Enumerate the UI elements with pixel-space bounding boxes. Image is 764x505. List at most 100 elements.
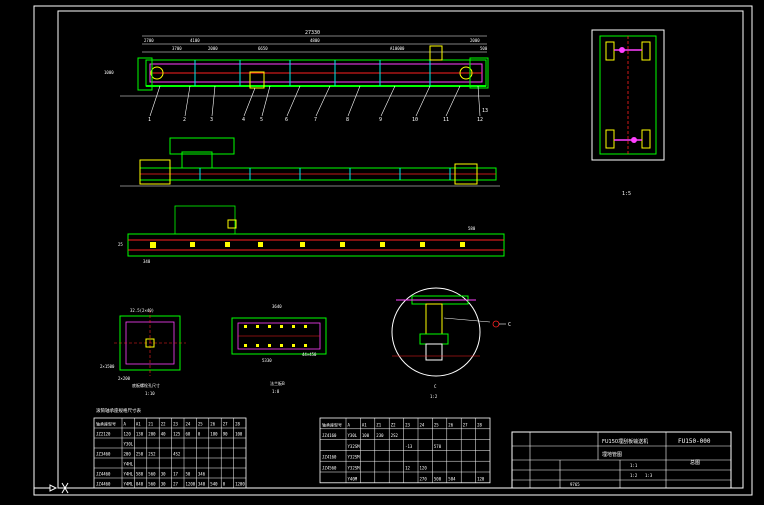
detail-c-letter: C <box>434 384 437 389</box>
flange-caption: 底板螺栓孔尺寸 <box>132 382 160 388</box>
dim-top-3: 2000 <box>208 46 218 51</box>
table-cell: 0 <box>198 432 201 437</box>
top-dimensions: 2700 4100 3700 2000 6650 4800 A10000 200… <box>144 38 488 51</box>
part-number-5: 5 <box>260 117 263 123</box>
table-header-cell: 26 <box>448 422 453 427</box>
part-number-6: 6 <box>285 117 288 123</box>
table-cell: 840 <box>136 482 144 487</box>
table-header-cell: 25 <box>198 422 203 427</box>
section-view <box>591 29 665 161</box>
part-number-3: 3 <box>210 117 213 123</box>
table-cell: 12 <box>405 466 410 471</box>
table-header-cell: 28 <box>477 422 482 427</box>
part-number-4: 4 <box>242 117 245 123</box>
table-cell: Y4HL <box>124 462 134 467</box>
section-view-scale: 1:5 <box>622 191 631 197</box>
flange-dim-1: 2×1500 <box>100 364 115 369</box>
main-elevation-view <box>120 35 490 117</box>
detail-c-scale: 1:2 <box>430 394 438 399</box>
table-cell: Y4HL <box>124 472 134 477</box>
title-scale-1: 1:1 <box>630 463 638 468</box>
drawing-number: FU150-000 <box>678 438 711 445</box>
table-cell: 120 <box>420 466 428 471</box>
table-header-cell: 24 <box>420 422 425 427</box>
bar-dim-2: 25 <box>118 242 123 247</box>
flange-dim-2: 2×200 <box>118 376 131 381</box>
title-scale-3: 1:3 <box>645 473 653 478</box>
part-number-7: 7 <box>314 117 317 123</box>
outer-border <box>33 5 753 496</box>
table-cell: 200 <box>124 452 132 457</box>
detail-rail-view <box>127 205 505 257</box>
table-cell: 100 <box>362 433 370 438</box>
inner-border <box>57 10 744 489</box>
dim-top-1: 4100 <box>190 38 200 43</box>
table-cell: 30 <box>161 482 166 487</box>
table-cell: 540 <box>210 482 218 487</box>
part-number-12: 12 <box>477 117 483 123</box>
table-header-cell: 23 <box>405 422 410 427</box>
table-header-cell: 轴承座型号 <box>96 421 116 427</box>
dim-top-5: 4800 <box>310 38 320 43</box>
table-header-cell: 24 <box>186 422 191 427</box>
dim-top-0: 2700 <box>144 38 154 43</box>
plate-dim-0: 3640 <box>272 304 282 309</box>
table-cell: 2S2 <box>148 452 156 457</box>
title-weight: 9765 <box>570 482 580 487</box>
table-cell: JZ4560 <box>322 466 337 471</box>
table-header-cell: 22 <box>161 422 166 427</box>
table-cell: 27 <box>173 482 178 487</box>
table-cell: 125 <box>173 432 181 437</box>
flange-dimensions: 32.5(2×40) 2×1500 2×200 <box>100 308 154 381</box>
table-header-cell: 23 <box>173 422 178 427</box>
part-number-1: 1 <box>148 117 151 123</box>
table-header-cell: 28 <box>235 422 240 427</box>
table-cell: 50 <box>186 472 191 477</box>
table-cell: 2S2 <box>391 433 399 438</box>
plan-view <box>120 137 500 187</box>
dim-top-7: 2000 <box>470 38 480 43</box>
part-number-9: 9 <box>379 117 382 123</box>
plate-detail <box>231 317 327 355</box>
flange-detail <box>114 310 186 376</box>
table-cell: JZ2120 <box>96 432 111 437</box>
table-cell: 346 <box>198 472 206 477</box>
table-header-cell: 轴承座型号 <box>322 421 342 427</box>
dim-top-4: 6650 <box>258 46 268 51</box>
table-header-cell: 27 <box>463 422 468 427</box>
table-cell: 560 <box>148 472 156 477</box>
table-cell: 200 <box>148 432 156 437</box>
table-cell: -13 <box>405 444 413 449</box>
table-cell: JZ4460 <box>96 482 111 487</box>
part-number-13: 13 <box>482 108 488 114</box>
table-header-cell: 27 <box>223 422 228 427</box>
plate-scale: 1:8 <box>272 389 280 394</box>
table-cell: Y32SM <box>348 466 361 471</box>
bar-dim-1: 340 <box>143 259 151 264</box>
table-cell: 1200 <box>235 482 245 487</box>
table-cell: 570 <box>434 444 442 449</box>
table-header-cell: Z1 <box>376 422 381 427</box>
table-cell: 230 <box>376 433 384 438</box>
table-header-cell: A1 <box>362 422 367 427</box>
title-block <box>511 431 732 489</box>
table-header-cell: 26 <box>210 422 215 427</box>
table-cell: 100 <box>235 432 243 437</box>
part-numbers: 1 2 3 4 5 6 7 8 9 10 11 12 13 <box>148 108 488 123</box>
table-cell: 270 <box>420 476 428 481</box>
plate-caption: 法兰板B <box>270 380 285 386</box>
table-cell: 340 <box>198 482 206 487</box>
table-header-cell: A1 <box>136 422 141 427</box>
table-cell: 250 <box>136 452 144 457</box>
table-cell: 0 <box>223 482 226 487</box>
dim-top-8: 500 <box>480 46 488 51</box>
part-number-8: 8 <box>346 117 349 123</box>
dim-top-2: 3700 <box>172 46 182 51</box>
table-cell: 500 <box>434 476 442 481</box>
table-cell: 130 <box>136 432 144 437</box>
table-cell: Y32SM <box>348 455 361 460</box>
table-cell: JZ4160 <box>322 433 337 438</box>
table-cell: 68 <box>186 432 191 437</box>
table-cell: 180 <box>210 432 218 437</box>
